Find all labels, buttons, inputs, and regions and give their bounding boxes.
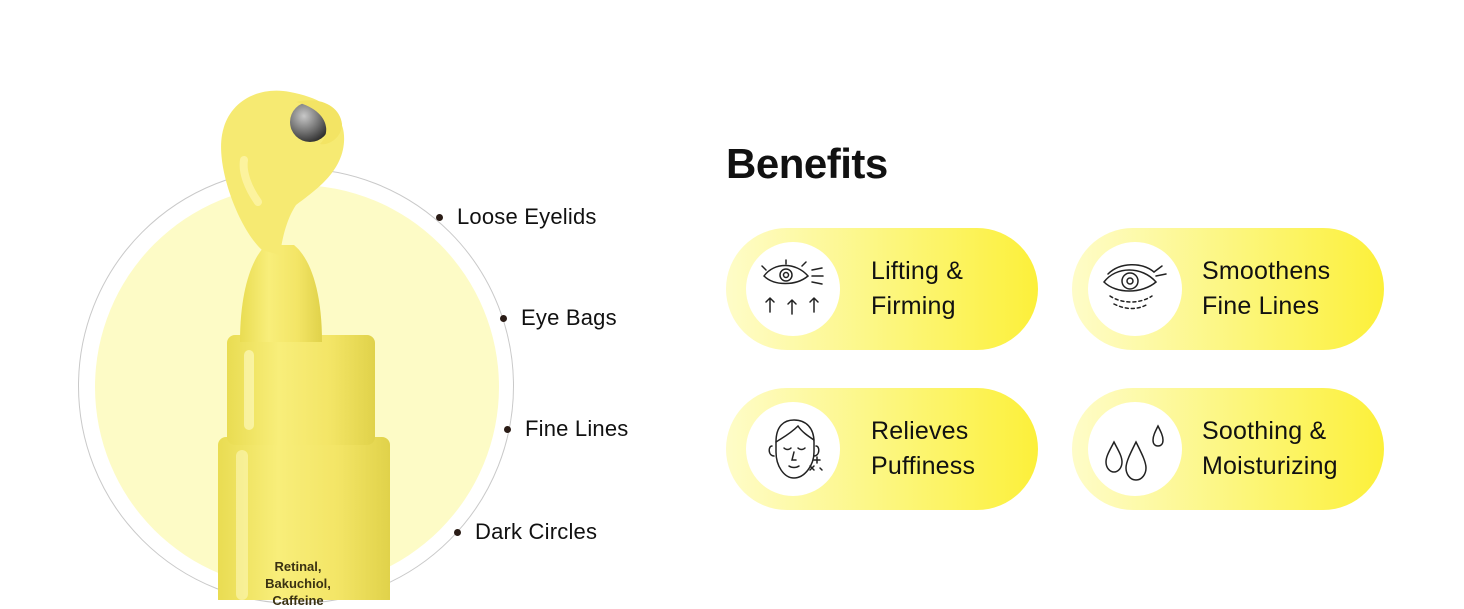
benefit-label: Lifting & Firming — [871, 254, 1041, 324]
icon-badge — [1088, 242, 1182, 336]
tube-label-line: Caffeine — [272, 593, 324, 608]
callout-label: Dark Circles — [475, 519, 598, 544]
benefit-label-line: Firming — [871, 292, 956, 320]
face-icon — [768, 419, 823, 479]
callout-loose-eyelids: Loose Eyelids — [436, 204, 597, 230]
benefit-label-line: Smoothens — [1202, 257, 1331, 285]
benefit-label-line: Soothing & — [1202, 417, 1327, 445]
callout-eye-bags: Eye Bags — [500, 305, 617, 331]
benefit-label: Soothing & Moisturizing — [1202, 414, 1372, 484]
callout-dot — [500, 314, 507, 322]
callout-dot — [504, 425, 511, 433]
product-illustration: Retinal, Bakuchiol, Caffeine Loose Eyeli… — [0, 0, 700, 608]
benefit-label-line: Puffiness — [871, 452, 976, 480]
callout-label: Eye Bags — [521, 305, 617, 330]
benefit-label-line: Fine Lines — [1202, 292, 1320, 320]
icon-badge — [746, 402, 840, 496]
benefit-label: Relieves Puffiness — [871, 414, 1041, 484]
benefit-label-line: Relieves — [871, 417, 969, 445]
tube-label-line: Retinal, — [274, 559, 322, 574]
icon-badge — [1088, 402, 1182, 496]
benefit-label: Smoothens Fine Lines — [1202, 254, 1372, 324]
water-drops-icon — [1105, 424, 1164, 481]
icon-badge — [746, 242, 840, 336]
benefits-heading: Benefits — [726, 140, 888, 187]
eye-wrinkle-icon — [1103, 264, 1167, 310]
benefit-card-lifting: Lifting & Firming — [726, 228, 1038, 350]
benefit-card-puffiness: Relieves Puffiness — [726, 388, 1038, 510]
benefit-card-fine-lines: Smoothens Fine Lines — [1072, 228, 1384, 350]
callout-label: Loose Eyelids — [457, 204, 597, 229]
callout-dot — [454, 528, 461, 536]
callout-fine-lines: Fine Lines — [504, 416, 629, 442]
callout-label: Fine Lines — [525, 416, 629, 441]
benefit-card-moisturizing: Soothing & Moisturizing — [1072, 388, 1384, 510]
tube-label-line: Bakuchiol, — [265, 576, 331, 591]
eye-lift-icon — [761, 259, 824, 315]
benefit-label-line: Moisturizing — [1202, 452, 1338, 480]
callout-dot — [436, 213, 443, 221]
benefit-label-line: Lifting & — [871, 257, 964, 285]
tube-ingredient-label: Retinal, Bakuchiol, Caffeine — [218, 558, 378, 609]
callout-dark-circles: Dark Circles — [454, 519, 597, 545]
eye-serum-tube — [218, 90, 390, 600]
